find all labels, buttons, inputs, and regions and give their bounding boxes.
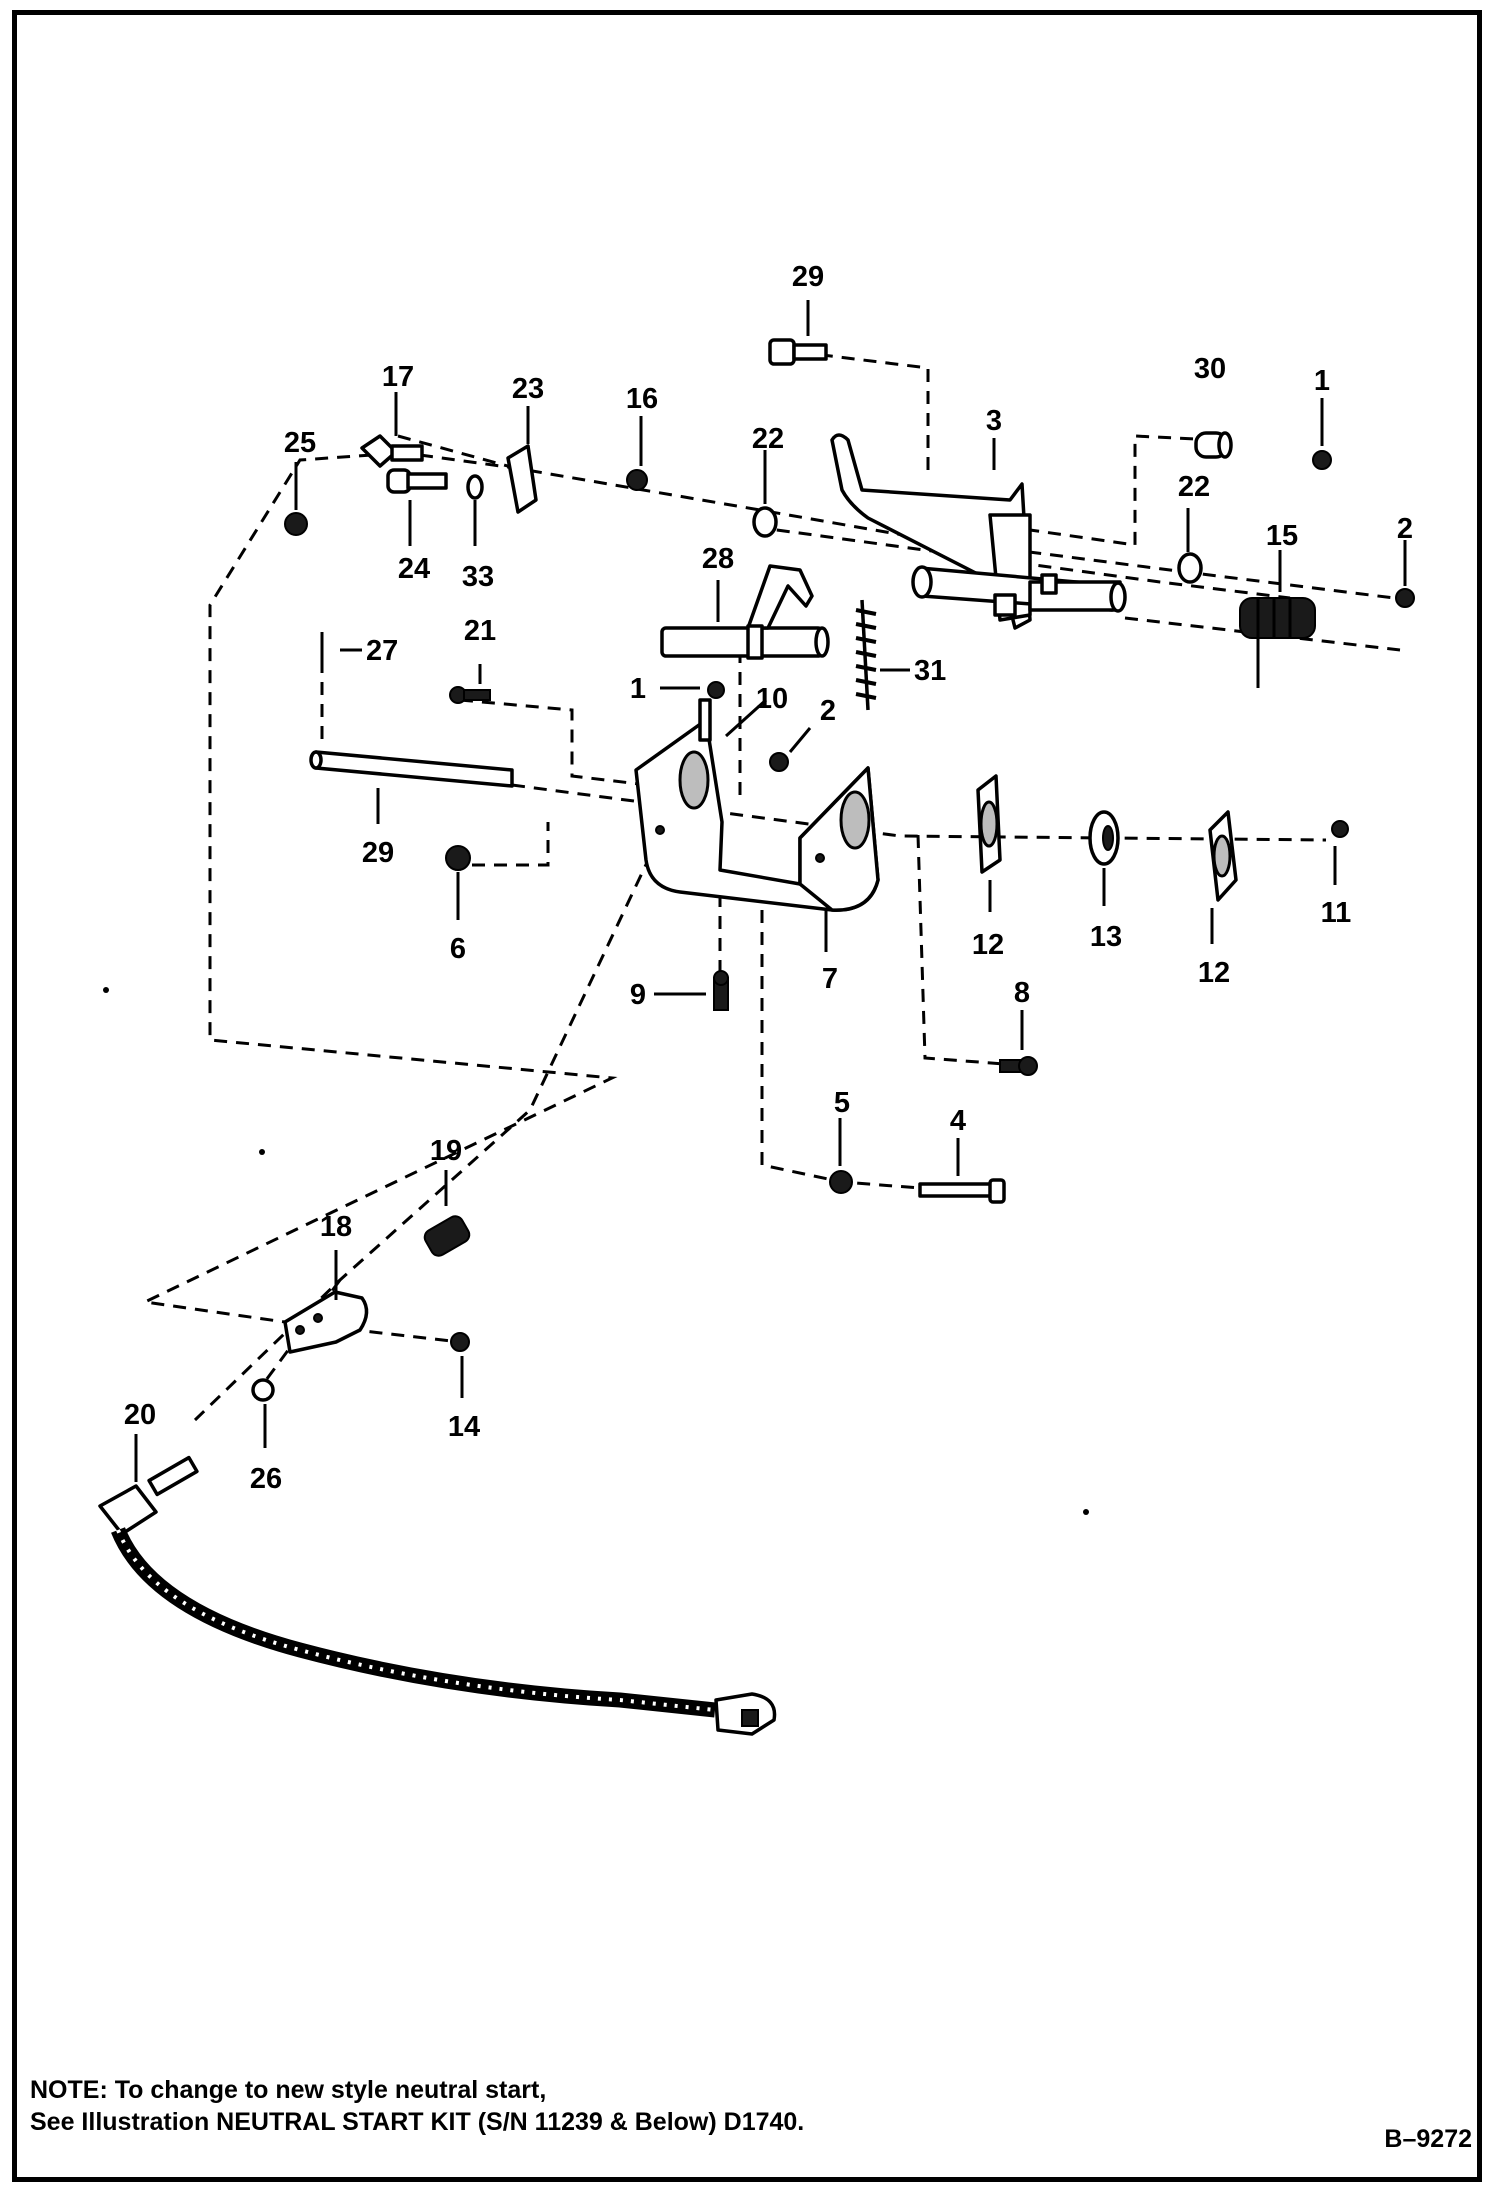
- callout-1-center: 1: [630, 673, 646, 705]
- part-10-bolt: [999, 1056, 1038, 1076]
- callout-2-right: 2: [1397, 513, 1413, 545]
- part-21-bolt: [449, 686, 491, 704]
- callout-31: 31: [914, 655, 946, 687]
- callout-28: 28: [702, 543, 734, 575]
- part-31-spring: [855, 599, 877, 711]
- callout-8: 10: [756, 683, 788, 715]
- callout-15: 15: [1266, 520, 1298, 552]
- callout-33: 33: [462, 561, 494, 593]
- callout-5: 5: [834, 1087, 850, 1119]
- part-2-nut: [1395, 588, 1415, 608]
- part-33-washer: [466, 474, 484, 500]
- callout-27: 27: [366, 635, 398, 667]
- part-6-nut: [445, 845, 471, 871]
- callout-17: 17: [382, 361, 414, 393]
- part-8-pin: [698, 698, 712, 742]
- part-9-bolt: [713, 970, 729, 1011]
- part-12-bearing-flange-left: [976, 774, 1002, 874]
- part-13-bearing: [1088, 810, 1120, 866]
- part-29-rod: [309, 750, 514, 788]
- part-32-bolt: [768, 338, 828, 366]
- callout-labels: 29 3 30 1 22 15 2 22 17 23 16 25 24 33 2…: [124, 261, 1413, 1495]
- callout-20: 20: [124, 1399, 156, 1431]
- callout-14: 14: [448, 1411, 480, 1443]
- part-17-stud: [360, 434, 424, 468]
- part-15-spring: [1239, 597, 1316, 688]
- part-7-bracket: [634, 718, 880, 912]
- callout-4: 4: [950, 1105, 966, 1137]
- callout-3: 3: [986, 405, 1002, 437]
- scan-speck: [103, 987, 109, 993]
- note-line-1: NOTE: To change to new style neutral sta…: [30, 2076, 547, 2104]
- part-4-bolt: [918, 1178, 1006, 1204]
- illustration-reference-number: B–9272: [1384, 2125, 1472, 2153]
- part-1-nut: [1312, 450, 1332, 470]
- callout-21: 21: [464, 615, 496, 647]
- callout-leaders: [134, 300, 1407, 1482]
- callout-7: 7: [822, 963, 838, 995]
- part-28-shaft: [660, 564, 830, 660]
- callout-23: 23: [512, 373, 544, 405]
- callout-19: 19: [430, 1135, 462, 1167]
- callout-25: 25: [284, 427, 316, 459]
- callout-2-center: 2: [820, 695, 836, 727]
- part-23-plate: [506, 444, 538, 514]
- callout-29: 29: [362, 837, 394, 869]
- part-20-neutral-start-switch: [98, 1455, 777, 1736]
- callout-30: 30: [1194, 353, 1226, 385]
- part-30-bushing: [1194, 431, 1233, 459]
- callout-24: 24: [398, 553, 430, 585]
- part-24-pivot: [386, 468, 448, 494]
- part-18-bracket: [283, 1290, 369, 1354]
- callout-1-top: 1: [1314, 365, 1330, 397]
- part-2-nut-center: [769, 752, 789, 772]
- scan-speck: [259, 1149, 265, 1155]
- callout-13: 13: [1090, 921, 1122, 953]
- callout-9: 9: [630, 979, 646, 1011]
- part-3-lever-assembly: [830, 433, 1127, 630]
- part-26-washer: [251, 1378, 275, 1402]
- callout-22-right: 22: [1178, 471, 1210, 503]
- callout-32: 29: [792, 261, 824, 293]
- callout-10: 8: [1014, 977, 1030, 1009]
- part-1-nut-center: [707, 681, 725, 699]
- part-19-spring: [423, 1215, 471, 1257]
- callout-16: 16: [626, 383, 658, 415]
- callout-6: 6: [450, 933, 466, 965]
- callout-22-center: 22: [752, 423, 784, 455]
- callout-18: 18: [320, 1211, 352, 1243]
- page-border: [12, 10, 1482, 2182]
- callout-12-left: 12: [972, 929, 1004, 961]
- part-22-washer: [752, 506, 778, 538]
- callout-26: 26: [250, 1463, 282, 1495]
- part-22-washer-right: [1177, 552, 1203, 584]
- part-12-bearing-flange-right: [1208, 810, 1238, 902]
- callout-12-right: 12: [1198, 957, 1230, 989]
- part-14-nut: [450, 1332, 470, 1352]
- part-25-nut: [284, 512, 308, 536]
- part-16-nut: [626, 469, 648, 491]
- part-5-nut: [829, 1170, 853, 1194]
- scan-speck: [1083, 1509, 1089, 1515]
- callout-11: 11: [1321, 897, 1352, 929]
- part-11-screw: [1331, 820, 1349, 838]
- note-line-2: See Illustration NEUTRAL START KIT (S/N …: [30, 2108, 805, 2136]
